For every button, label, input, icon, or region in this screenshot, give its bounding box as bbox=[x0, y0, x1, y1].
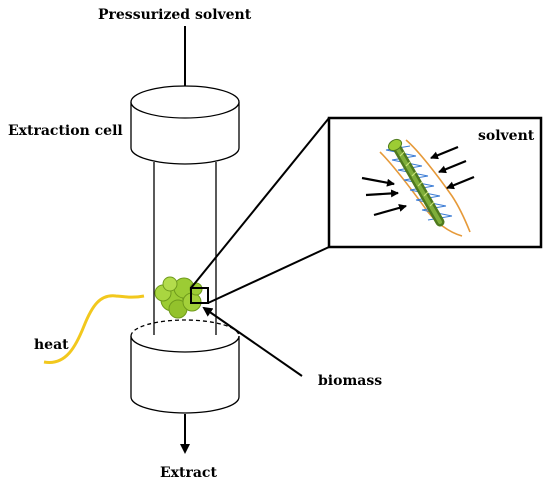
heat-wire bbox=[43, 294, 145, 364]
zoom-inset bbox=[327, 116, 543, 249]
bottom-cap bbox=[130, 319, 240, 414]
top-cap bbox=[130, 85, 240, 165]
zoom-connector-lines bbox=[190, 117, 330, 304]
extract-label: Extract bbox=[160, 465, 217, 481]
biomass-pointer-arrow bbox=[202, 306, 303, 377]
solvent-label: solvent bbox=[478, 128, 535, 144]
heat-label: heat bbox=[34, 337, 69, 353]
pressurized-solvent-label: Pressurized solvent bbox=[98, 7, 252, 23]
solvent-arrows bbox=[361, 145, 475, 217]
zoom-source-box bbox=[190, 287, 209, 304]
fiber-bundle bbox=[379, 138, 471, 237]
column-tube bbox=[153, 162, 217, 335]
biomass-label: biomass bbox=[318, 373, 383, 389]
extraction-cell-label: Extraction cell bbox=[8, 123, 123, 139]
